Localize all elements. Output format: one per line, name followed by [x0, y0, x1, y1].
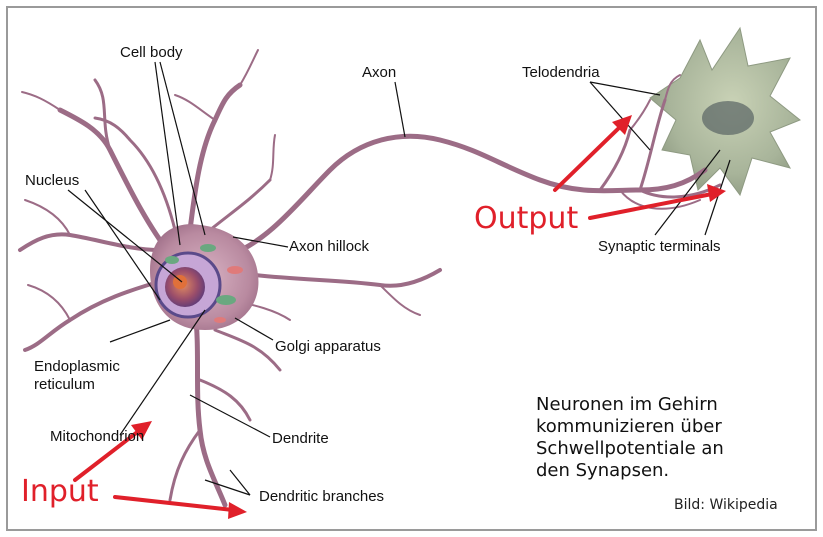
label-dendrite: Dendrite	[272, 430, 329, 448]
caption: Neuronen im Gehirn kommunizieren über Sc…	[536, 394, 724, 482]
target-cell	[650, 28, 800, 195]
label-telodendria: Telodendria	[522, 64, 600, 82]
axon	[230, 75, 720, 315]
label-er-line1: Endoplasmic	[34, 358, 120, 376]
input-annotation: Input	[21, 475, 99, 509]
caption-line3: Schwellpotentiale an	[536, 438, 724, 460]
label-nucleus: Nucleus	[25, 172, 79, 190]
label-cell-body: Cell body	[120, 44, 183, 62]
cell-body	[150, 224, 258, 330]
image-credit: Bild: Wikipedia	[674, 497, 778, 513]
label-mitochondrion: Mitochondrion	[50, 428, 144, 446]
caption-line1: Neuronen im Gehirn	[536, 394, 724, 416]
caption-line2: kommunizieren über	[536, 416, 724, 438]
label-golgi-apparatus: Golgi apparatus	[275, 338, 381, 356]
label-synaptic-terminals: Synaptic terminals	[598, 238, 721, 256]
label-er-line2: reticulum	[34, 376, 95, 394]
label-axon: Axon	[362, 64, 396, 82]
caption-line4: den Synapsen.	[536, 460, 724, 482]
output-annotation: Output	[474, 202, 578, 236]
label-axon-hillock: Axon hillock	[289, 238, 369, 256]
label-dendritic-branches: Dendritic branches	[259, 488, 384, 506]
